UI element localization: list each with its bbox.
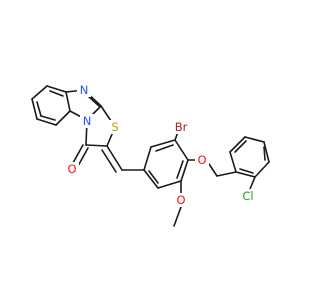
bond xyxy=(49,90,64,97)
atom-n-ring: N xyxy=(80,83,89,97)
bond xyxy=(180,159,189,182)
bond xyxy=(216,171,237,177)
bond xyxy=(87,95,100,107)
bond xyxy=(229,136,246,153)
bond xyxy=(31,85,48,100)
bond xyxy=(208,163,218,177)
bond xyxy=(148,170,159,184)
atom-labels: N N S O Br O O Cl xyxy=(65,83,259,207)
bond xyxy=(244,136,265,143)
bond xyxy=(155,144,174,152)
bond xyxy=(229,151,237,173)
bond xyxy=(106,145,123,171)
bond xyxy=(235,171,256,178)
bond xyxy=(77,147,89,167)
bond xyxy=(101,149,117,173)
bond xyxy=(36,101,42,117)
bond xyxy=(150,139,176,148)
atom-s: S xyxy=(111,120,118,134)
atom-cl: Cl xyxy=(242,189,253,203)
bond xyxy=(263,141,270,163)
bond xyxy=(157,180,182,189)
bond xyxy=(143,146,152,171)
bond xyxy=(263,146,266,161)
atom-br: Br xyxy=(175,120,188,134)
bond xyxy=(176,160,184,179)
atom-o-carbonyl: O xyxy=(67,162,76,176)
bond xyxy=(31,98,38,120)
atom-n-fused: N xyxy=(83,114,92,128)
bond xyxy=(55,110,71,126)
bond xyxy=(85,144,108,147)
atom-o-ether: O xyxy=(197,153,206,167)
bond xyxy=(173,206,182,227)
bond xyxy=(143,169,159,189)
bond xyxy=(254,161,270,178)
bond xyxy=(46,85,67,93)
bond xyxy=(249,176,256,190)
bond xyxy=(36,118,57,126)
bond-lines xyxy=(31,85,270,227)
bond xyxy=(40,115,56,121)
bond xyxy=(65,91,71,112)
structure-diagram: N N S O Br O O Cl xyxy=(31,83,270,227)
bond xyxy=(239,168,254,174)
atom-o-methoxy: O xyxy=(176,193,185,207)
bond xyxy=(174,139,189,161)
bond xyxy=(72,144,84,164)
bond xyxy=(234,140,247,153)
